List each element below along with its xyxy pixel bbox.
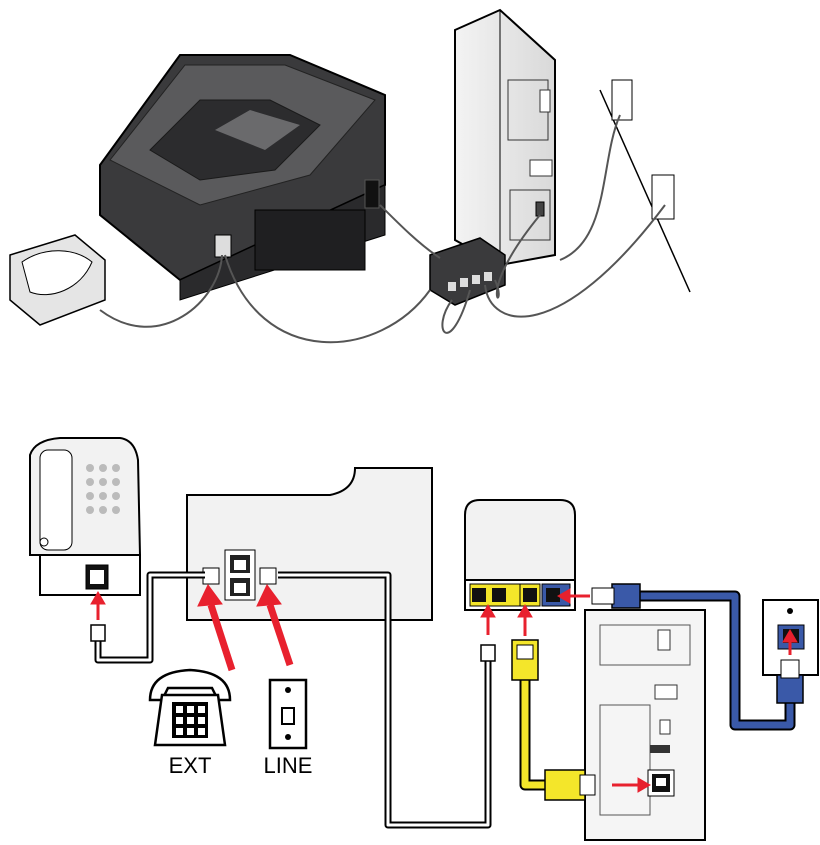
wall-line	[599, 89, 691, 293]
wall-jack-icon	[268, 678, 308, 750]
phone-icon	[148, 668, 232, 747]
printer	[99, 54, 386, 301]
arrow-icon	[90, 591, 106, 620]
arrows	[90, 584, 798, 793]
telephone-base	[29, 437, 142, 596]
arrow-icon	[197, 584, 236, 672]
top-cables	[99, 114, 666, 344]
arrow-icon	[517, 604, 533, 636]
blue-ethernet-cable	[591, 583, 804, 731]
wall-jack-upper	[611, 79, 633, 121]
ext-label: EXT	[169, 753, 212, 778]
yellow-ethernet-cable	[511, 639, 596, 801]
wall-jack-lower	[651, 174, 675, 220]
top-illustration	[9, 8, 691, 344]
arrow-icon	[256, 584, 294, 667]
arrow-icon	[480, 604, 496, 635]
phone-plug	[90, 624, 106, 642]
arrow-icon	[557, 588, 590, 604]
printer-schematic	[186, 467, 433, 621]
line-port-plug	[259, 567, 277, 585]
arrow-icon	[612, 777, 651, 793]
bottom-schematic: EXT LINE	[29, 437, 819, 841]
arrow-icon	[782, 629, 798, 655]
modem-phone-plug	[480, 644, 496, 662]
computer-tower	[454, 8, 556, 267]
telephone	[9, 234, 106, 326]
computer-schematic	[584, 609, 706, 841]
ext-port-plug	[202, 567, 220, 585]
modem-box	[464, 499, 576, 611]
printer-port	[214, 234, 232, 258]
line-label: LINE	[264, 753, 313, 778]
